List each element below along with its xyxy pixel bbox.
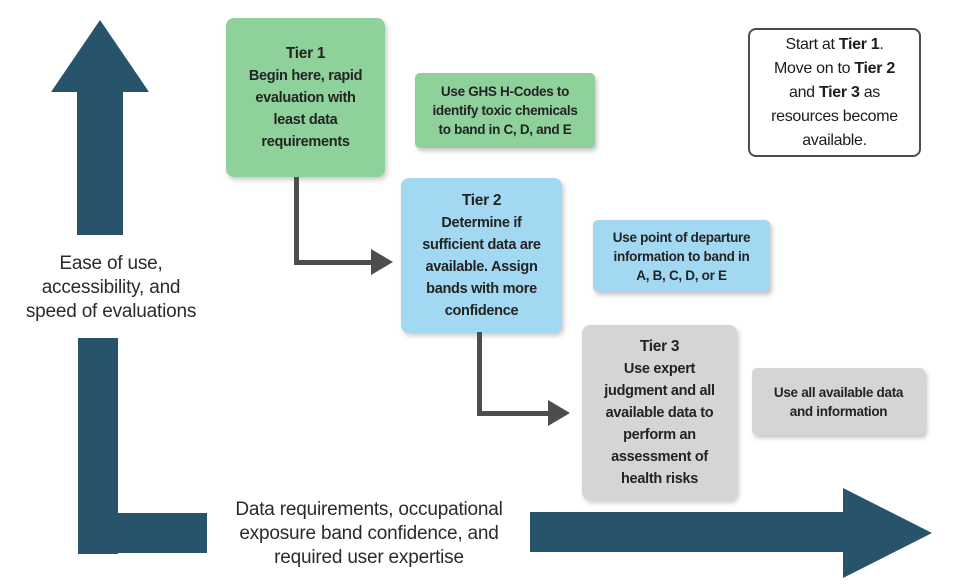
tier1-body: Begin here, rapid evaluation with least … — [248, 67, 363, 150]
tier2-body: Determine if sufficient data are availab… — [422, 214, 541, 319]
y-axis-arrow-stem — [77, 88, 123, 235]
tier2-side-note: Use point of departure information to ba… — [593, 220, 770, 292]
start-note-bold-text: Tier 2 — [854, 59, 895, 77]
connector-tier2-tier3-horizontal — [477, 411, 550, 416]
tier1-side-note: Use GHS H-Codes to identify toxic chemic… — [415, 73, 595, 148]
start-note-text: Move on to — [774, 59, 855, 77]
start-note-text: as — [859, 83, 881, 101]
start-note-text: available. — [802, 131, 867, 149]
connector-tier1-tier2-horizontal — [294, 260, 373, 265]
tier2-title: Tier 2 — [461, 191, 502, 209]
x-axis-left-horizontal-bar — [78, 513, 207, 553]
tier2-box: Tier 2 Determine if sufficient data are a… — [401, 178, 562, 333]
connector-tier2-tier3-arrowhead-icon — [548, 400, 570, 426]
y-axis-arrowhead-icon — [51, 20, 149, 92]
start-note-bold-text: Tier 1 — [838, 35, 880, 53]
x-axis-arrowhead-icon — [843, 488, 932, 578]
start-note-text: and — [788, 83, 819, 101]
tier3-body: Use expert judgment and all available da… — [604, 360, 715, 487]
x-axis-right-bar — [530, 512, 845, 552]
start-note-line: resources become — [771, 105, 898, 129]
tier1-box: Tier 1 Begin here, rapid evaluation with … — [226, 18, 385, 177]
start-note-line: Move on to Tier 2 — [774, 57, 895, 81]
start-note-bold-text: Tier 3 — [818, 83, 860, 101]
tier3-box: Tier 3 Use expert judgment and all availa… — [582, 325, 737, 500]
tier3-side-note: Use all available data and information — [752, 368, 925, 435]
start-note-text: Start at — [785, 35, 839, 53]
connector-tier2-tier3-vertical — [477, 332, 482, 416]
tier1-title: Tier 1 — [285, 44, 326, 62]
y-axis-label: Ease of use, accessibility, and speed of… — [25, 253, 197, 322]
start-note-line: and Tier 3 as — [789, 81, 880, 105]
connector-tier1-tier2-arrowhead-icon — [371, 249, 393, 275]
x-axis-label: Data requirements, occupational exposure… — [235, 499, 503, 568]
start-note-text: . — [879, 35, 884, 53]
start-note-box: Start at Tier 1. Move on to Tier 2 and T… — [748, 28, 921, 157]
start-note-text: resources become — [771, 107, 898, 125]
connector-tier1-tier2-vertical — [294, 177, 299, 265]
start-note-line: Start at Tier 1. — [785, 33, 883, 57]
start-note-line: available. — [802, 129, 867, 153]
tier3-title: Tier 3 — [639, 337, 680, 355]
